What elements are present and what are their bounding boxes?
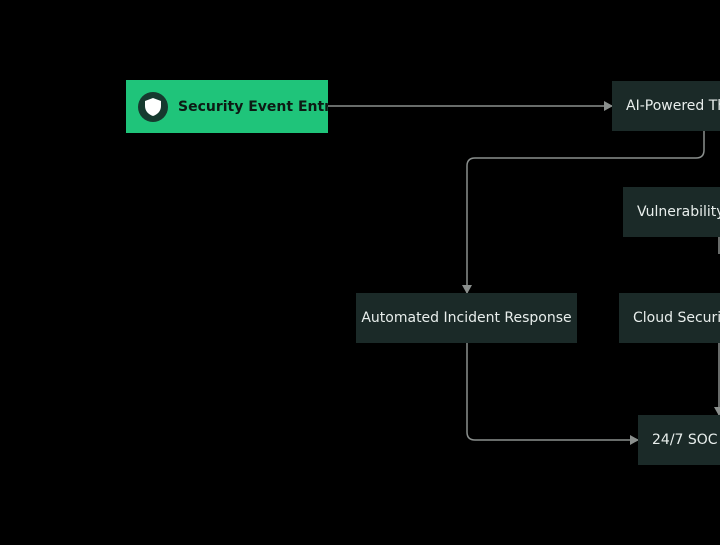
node-24-7-soc[interactable]: 24/7 SOC xyxy=(638,415,720,465)
node-security-event-entry[interactable]: Security Event Entry xyxy=(126,80,328,133)
node-ai-powered-threat[interactable]: AI-Powered Th xyxy=(612,81,720,131)
node-vulnerability[interactable]: Vulnerability xyxy=(623,187,720,237)
node-label: Vulnerability xyxy=(637,204,720,220)
node-automated-incident-response[interactable]: Automated Incident Response xyxy=(356,293,577,343)
edge-ai-threat-to-incident-response xyxy=(462,131,705,294)
node-label: Cloud Securit xyxy=(633,310,720,326)
edge-incident-response-to-soc xyxy=(466,343,639,445)
node-label: 24/7 SOC xyxy=(652,432,718,448)
shield-icon xyxy=(138,91,168,122)
node-label: AI-Powered Th xyxy=(626,98,720,114)
node-label: Automated Incident Response xyxy=(361,310,572,326)
node-cloud-security[interactable]: Cloud Securit xyxy=(619,293,720,343)
node-label: Security Event Entry xyxy=(178,98,328,115)
